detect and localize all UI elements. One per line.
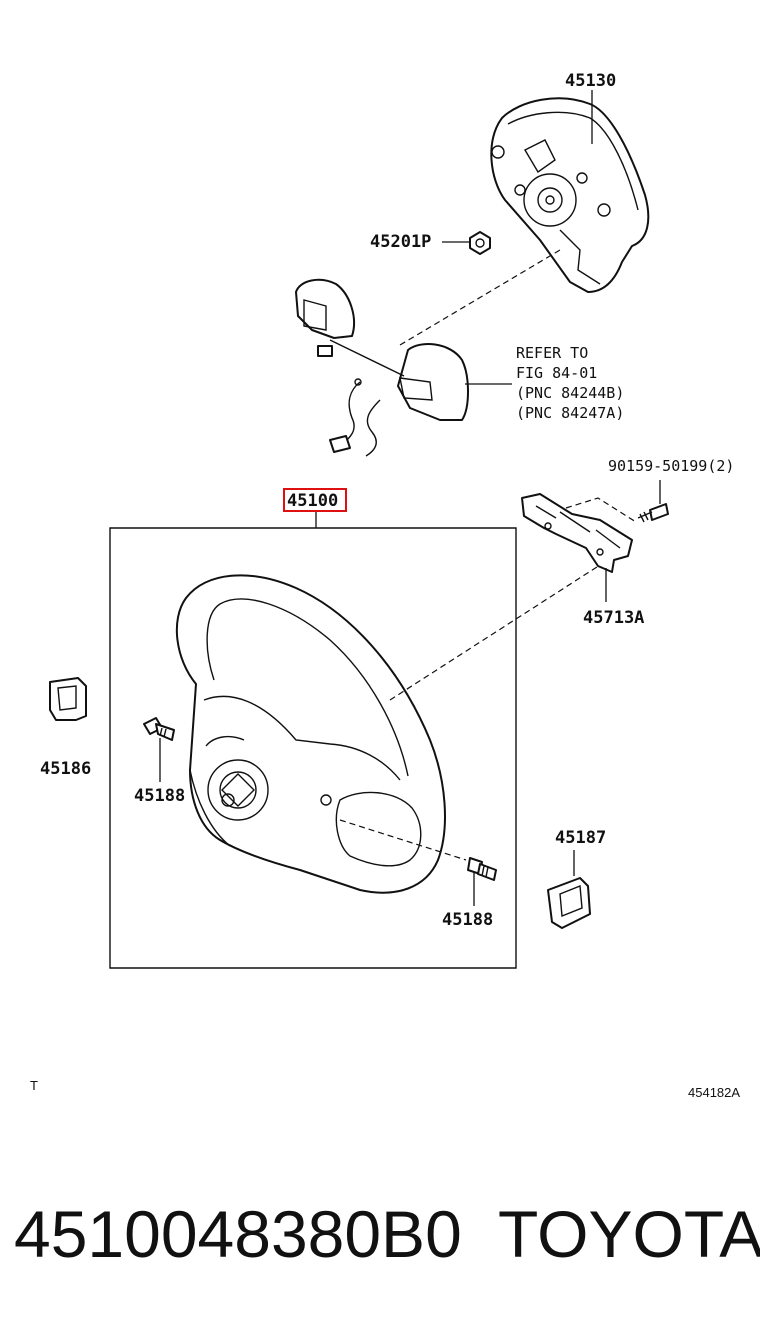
callout-45188-right: 45188 xyxy=(442,910,493,930)
highlight-box-45100 xyxy=(283,488,347,512)
refer-line-3: (PNC 84244B) xyxy=(516,384,624,402)
screw-left-drawing xyxy=(143,717,175,741)
callout-45188-left: 45188 xyxy=(134,786,185,806)
corner-mark: T xyxy=(30,1078,38,1093)
callout-45130: 45130 xyxy=(565,71,616,91)
nut-drawing xyxy=(469,231,491,255)
callout-45100: 45100 xyxy=(287,491,338,511)
footer-brand: TOYOTA xyxy=(498,1197,760,1271)
refer-line-2: FIG 84-01 xyxy=(516,364,597,382)
steering-switch-drawing xyxy=(295,278,469,457)
footer-part-number: 4510048380B0 xyxy=(14,1197,462,1271)
callout-45713A: 45713A xyxy=(583,608,644,628)
callout-45201P: 45201P xyxy=(370,232,431,252)
callout-bolt: 90159-50199(2) xyxy=(608,457,734,475)
illustration-code: 454182A xyxy=(688,1085,740,1100)
refer-line-4: (PNC 84247A) xyxy=(516,404,624,422)
cover-right-drawing xyxy=(547,877,591,929)
cover-left-drawing xyxy=(49,677,87,721)
assembly-frame xyxy=(109,527,517,969)
alignment-line-screw xyxy=(339,819,467,861)
refer-line-1: REFER TO xyxy=(516,344,588,362)
steering-wheel-drawing xyxy=(175,574,446,894)
alignment-line-bracket xyxy=(389,564,601,701)
alignment-line-upper xyxy=(399,249,561,346)
screw-right-drawing xyxy=(467,857,497,881)
callout-45186: 45186 xyxy=(40,759,91,779)
airbag-assembly-drawing xyxy=(490,97,650,293)
bracket-drawing xyxy=(521,493,637,573)
callout-45187: 45187 xyxy=(555,828,606,848)
bolt-drawing xyxy=(637,503,669,523)
